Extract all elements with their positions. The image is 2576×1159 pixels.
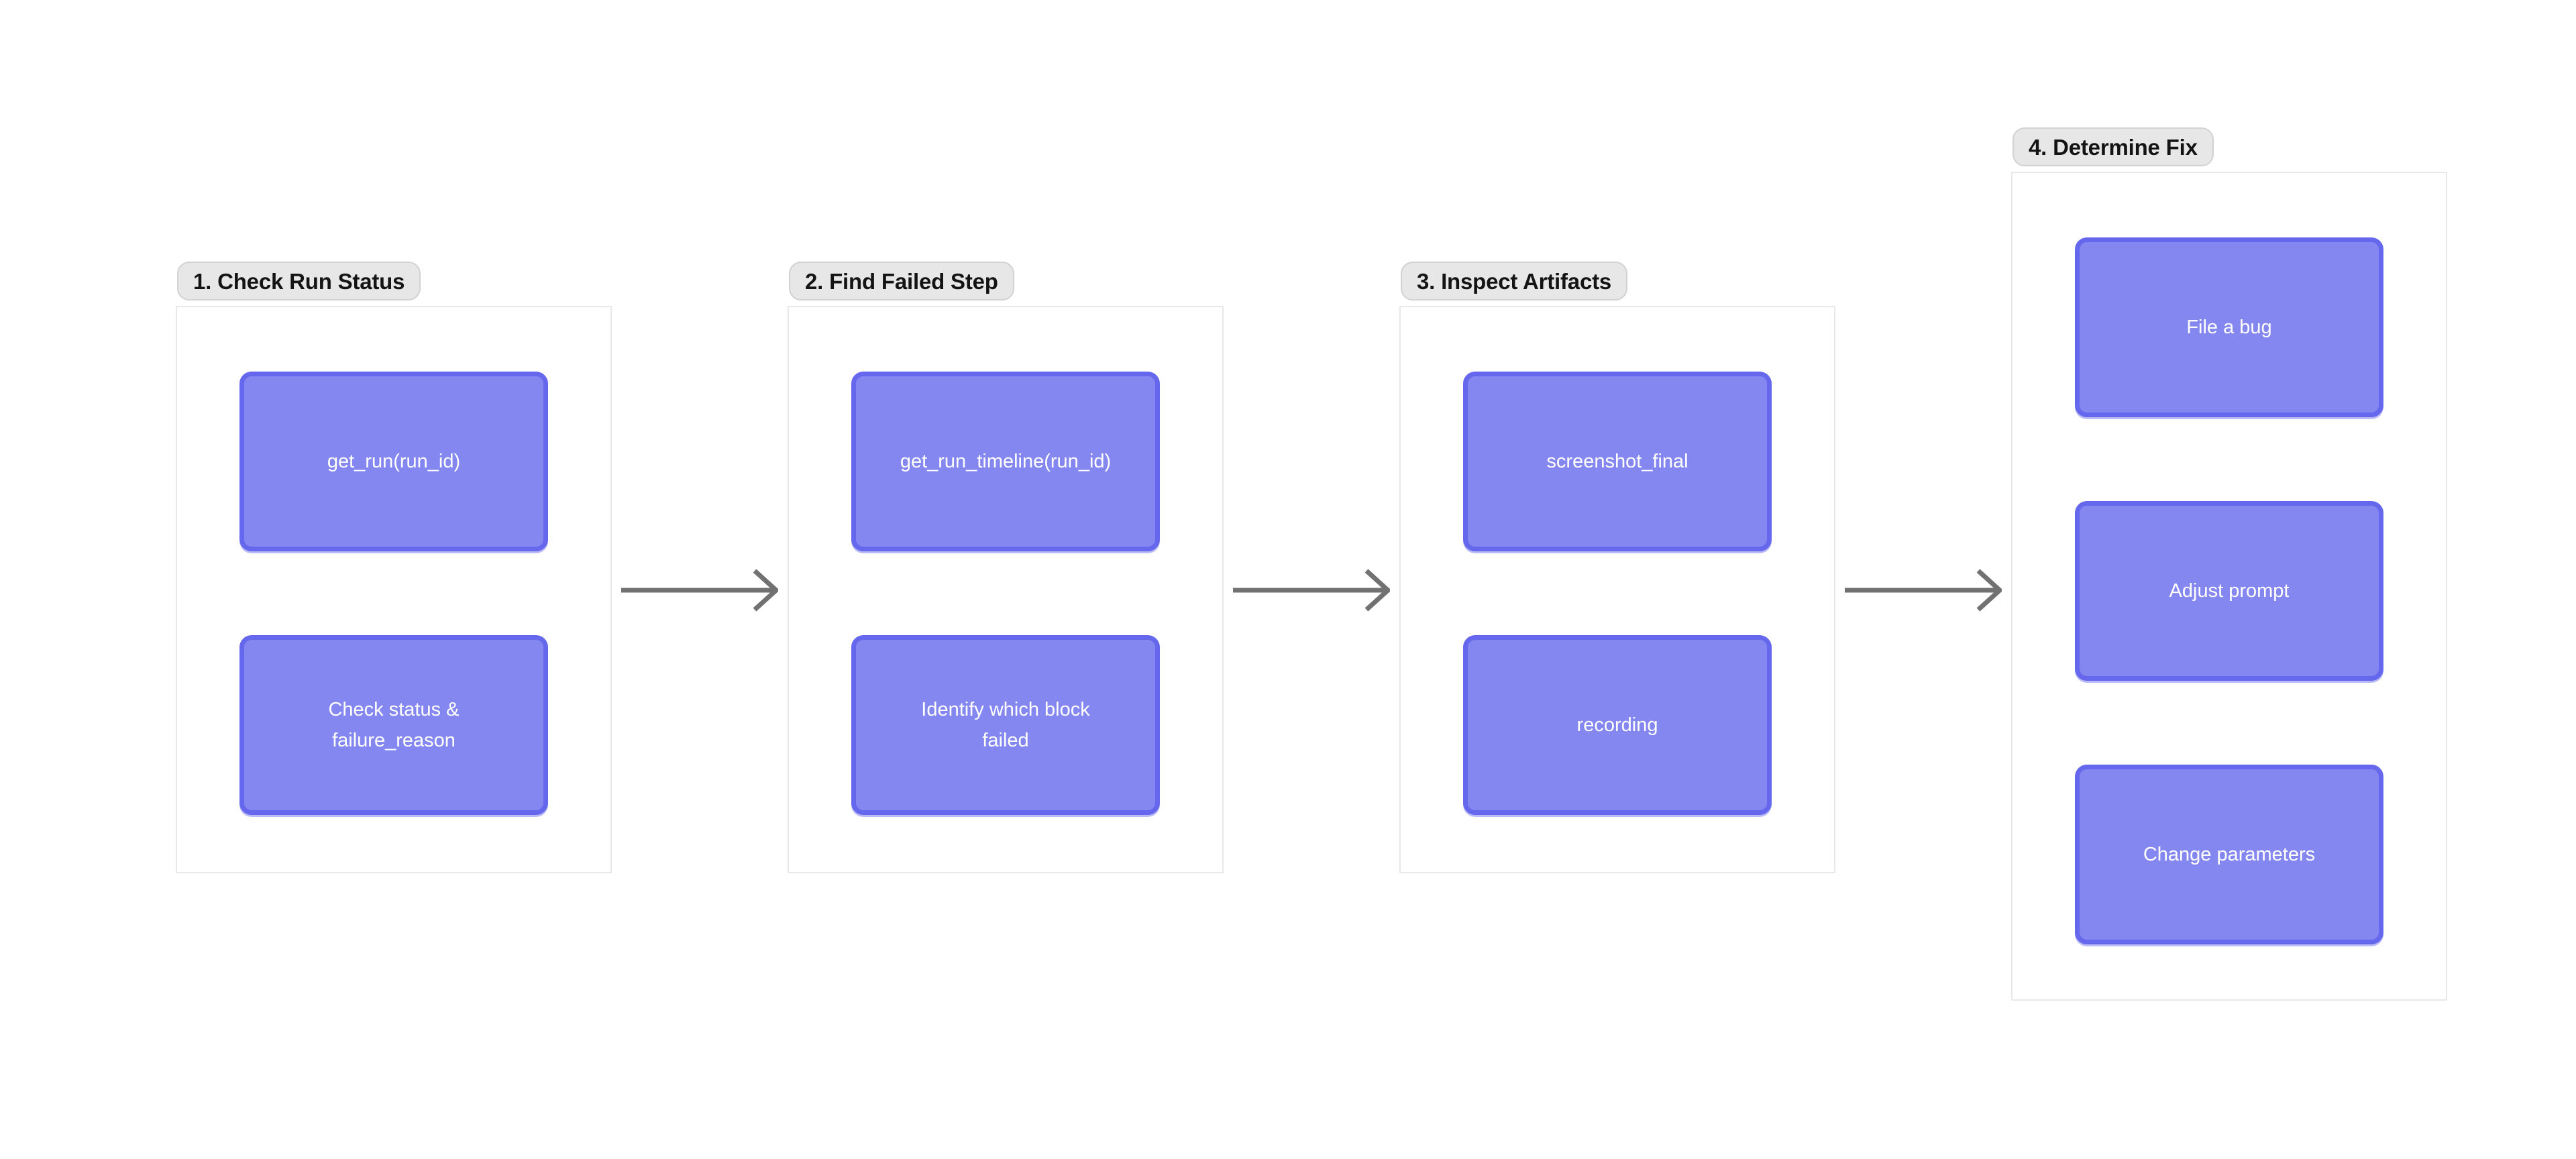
group-container: File a bug Adjust prompt Change paramete…: [2011, 172, 2447, 1001]
flow-node-file-a-bug: File a bug: [2075, 237, 2383, 417]
flow-node-get-run-timeline: get_run_timeline(run_id): [851, 372, 1160, 551]
node-label: get_run(run_id): [327, 451, 461, 472]
flow-arrow-icon: [1845, 569, 2002, 612]
node-label: recording: [1576, 714, 1658, 736]
group-determine-fix: 4. Determine Fix File a bug Adjust promp…: [2011, 127, 2447, 1001]
flow-node-screenshot-final: screenshot_final: [1463, 372, 1772, 551]
flow-node-recording: recording: [1463, 635, 1772, 815]
node-label: File a bug: [2186, 317, 2272, 338]
group-label: 4. Determine Fix: [2012, 127, 2214, 166]
flow-arrow-icon: [621, 569, 778, 612]
node-label: Identify which block failed: [921, 699, 1090, 751]
group-label: 2. Find Failed Step: [789, 262, 1014, 300]
group-container: screenshot_final recording: [1399, 306, 1835, 873]
group-check-run-status: 1. Check Run Status get_run(run_id) Chec…: [176, 262, 612, 873]
node-label: screenshot_final: [1546, 451, 1688, 472]
group-label: 1. Check Run Status: [177, 262, 421, 300]
node-label: Check status & failure_reason: [328, 699, 460, 751]
group-container: get_run_timeline(run_id) Identify which …: [788, 306, 1224, 873]
flow-node-change-parameters: Change parameters: [2075, 765, 2383, 944]
node-label: Change parameters: [2143, 844, 2316, 865]
flow-node-get-run: get_run(run_id): [239, 372, 548, 551]
node-label: Adjust prompt: [2169, 580, 2290, 602]
flow-arrow-icon: [1233, 569, 1390, 612]
node-label: get_run_timeline(run_id): [900, 451, 1112, 472]
flow-node-identify-block: Identify which block failed: [851, 635, 1160, 815]
group-label: 3. Inspect Artifacts: [1401, 262, 1628, 300]
flow-node-check-status: Check status & failure_reason: [239, 635, 548, 815]
group-inspect-artifacts: 3. Inspect Artifacts screenshot_final re…: [1399, 262, 1835, 873]
group-find-failed-step: 2. Find Failed Step get_run_timeline(run…: [788, 262, 1224, 873]
flow-node-adjust-prompt: Adjust prompt: [2075, 501, 2383, 681]
group-container: get_run(run_id) Check status & failure_r…: [176, 306, 612, 873]
